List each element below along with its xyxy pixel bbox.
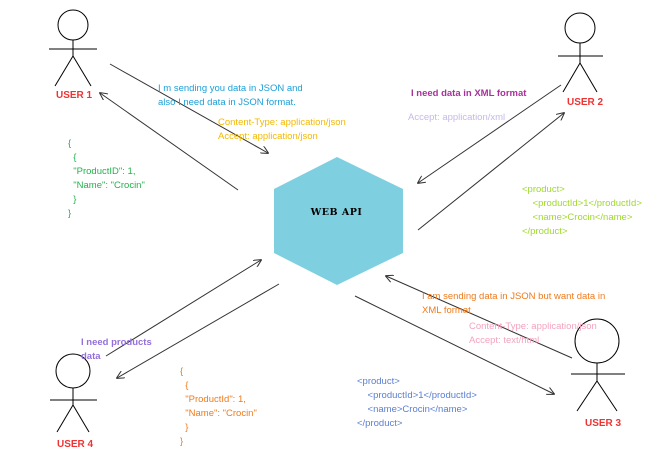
user-4-json-response: { { "ProductId": 1, "Name": "Crocin" }}	[180, 366, 257, 447]
arrow-api-to-user2	[417, 113, 564, 231]
arrow-user2-to-api	[418, 84, 562, 183]
user-2-figure	[558, 12, 603, 93]
user-1-figure	[49, 9, 97, 87]
arrow-api-to-user1	[100, 93, 239, 191]
arrow-user1-to-api	[109, 63, 268, 153]
user-4-label: USER 4	[57, 439, 94, 450]
user-2-request-note: I need data in XML format	[411, 88, 527, 99]
web-api-hexagon	[274, 157, 403, 285]
arrow-api-to-user4	[117, 283, 280, 378]
user-1-label: USER 1	[56, 90, 93, 101]
arrow-user3-to-api	[386, 276, 573, 359]
user-2-headers: Accept: application/xml	[408, 112, 506, 123]
user-3-xml-response: <product> <productId>1</productId> <name…	[357, 376, 477, 429]
arrow-api-to-user3	[354, 295, 554, 394]
user-1-json-response: { { "ProductID": 1, "Name": "Crocin" }}	[68, 138, 145, 219]
user-4-figure	[50, 353, 97, 433]
user-3-figure	[571, 318, 625, 412]
user-3-label: USER 3	[585, 418, 622, 429]
user-2-label: USER 2	[567, 97, 604, 108]
user-3-request-note: I am sending data in JSON but want data …	[422, 291, 606, 316]
arrow-user4-to-api	[105, 260, 261, 357]
web-api-label: WEB API	[310, 207, 363, 218]
user-2-xml-response: <product> <productId>1</productId> <name…	[522, 184, 642, 237]
